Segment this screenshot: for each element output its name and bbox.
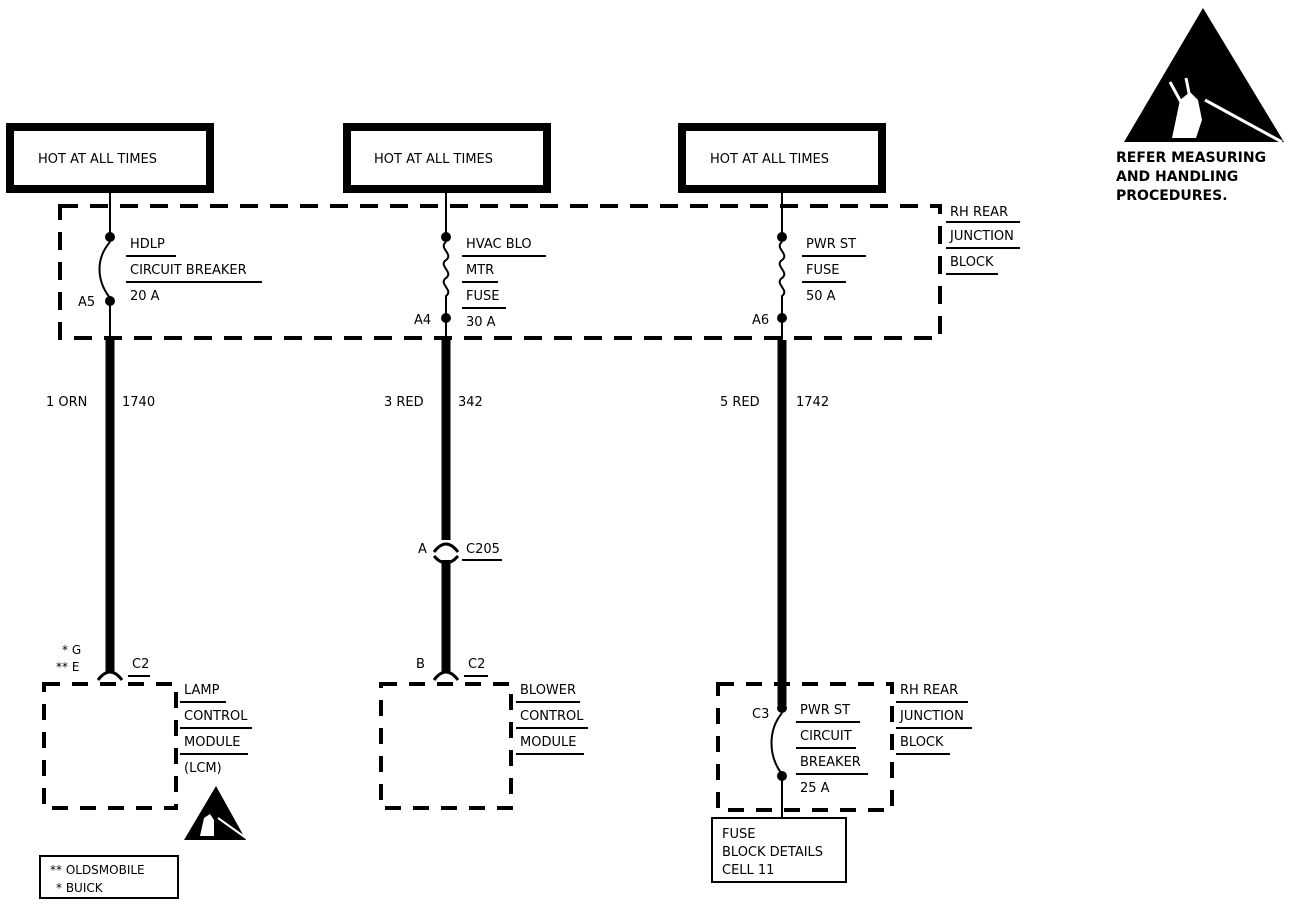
hdlp-line2: CIRCUIT BREAKER (130, 263, 247, 278)
terminal-a6: A6 (752, 313, 769, 328)
rh-rear-bottom-line3: BLOCK (900, 735, 944, 750)
hot-box-1-label: HOT AT ALL TIMES (38, 152, 157, 167)
pwr-st-line2: FUSE (806, 263, 839, 278)
esd-caution-line2: AND HANDLING (1116, 169, 1238, 185)
circuit-hvac: HVAC BLO MTR FUSE 30 A A4 3 RED 342 A C2… (384, 192, 546, 673)
rh-rear-top-line2: JUNCTION (949, 229, 1014, 244)
hvac-line3: FUSE (466, 289, 499, 304)
circuit-pwr-st: PWR ST FUSE 50 A A6 5 RED 1742 (720, 192, 866, 705)
hot-box-2-label: HOT AT ALL TIMES (374, 152, 493, 167)
lcm-pin-bottom: ** E (56, 660, 79, 674)
fuse-block-details-note: FUSE BLOCK DETAILS CELL 11 (711, 817, 847, 883)
lcm-label-line2: CONTROL (184, 709, 248, 724)
lcm-connector: C2 (132, 657, 149, 672)
esd-caution-line3: PROCEDURES. (1116, 188, 1228, 204)
hot-box-2: HOT AT ALL TIMES (343, 123, 551, 193)
blower-control-module: B C2 BLOWER CONTROL MODULE (379, 657, 588, 810)
pwr-st-cb-line2: CIRCUIT (800, 729, 852, 744)
blower-label-line3: MODULE (520, 735, 576, 750)
fuse-note-line1: FUSE (722, 827, 755, 842)
hvac-line2: MTR (466, 263, 494, 278)
rh-rear-bottom-line2: JUNCTION (899, 709, 964, 724)
hvac-line1: HVAC BLO (466, 237, 532, 252)
hvac-line4: 30 A (466, 315, 496, 330)
pwr-st-cb-line1: PWR ST (800, 703, 850, 718)
esd-warning-icon (1124, 8, 1284, 144)
rh-rear-bottom-line1: RH REAR (900, 683, 958, 698)
hdlp-line1: HDLP (130, 237, 165, 252)
terminal-a4: A4 (414, 313, 431, 328)
rh-rear-junction-block-top (58, 204, 942, 340)
hot-box-3-label: HOT AT ALL TIMES (710, 152, 829, 167)
terminal-a5: A5 (78, 295, 95, 310)
pwr-st-line3: 50 A (806, 289, 836, 304)
hot-box-3: HOT AT ALL TIMES (678, 123, 886, 193)
wire-1-size-color: 1 ORN (46, 395, 87, 410)
hdlp-line3: 20 A (130, 289, 160, 304)
pwr-st-line1: PWR ST (806, 237, 856, 252)
blower-label-line1: BLOWER (520, 683, 576, 698)
blower-label-line2: CONTROL (520, 709, 584, 724)
terminal-c3: C3 (752, 707, 769, 722)
legend-line1: ** OLDSMOBILE (50, 863, 145, 877)
wire-2-circuit: 342 (458, 395, 483, 410)
circuit-hdlp: HDLP CIRCUIT BREAKER 20 A A5 1 ORN 1740 (46, 192, 262, 673)
c205-pin: A (418, 542, 427, 557)
legend-line2: * BUICK (56, 881, 104, 895)
fuse-note-line3: CELL 11 (722, 863, 774, 878)
c205-label: C205 (466, 542, 500, 557)
lamp-control-module: * G ** E C2 LAMP CONTROL MODULE (LCM) (42, 643, 252, 810)
legend: ** OLDSMOBILE * BUICK (39, 855, 179, 899)
rh-rear-top-line3: BLOCK (950, 255, 994, 270)
esd-small-icon (184, 786, 247, 840)
lcm-label-line4: (LCM) (184, 761, 222, 776)
rh-rear-top-line1: RH REAR (950, 205, 1008, 220)
wire-3-size-color: 5 RED (720, 395, 760, 410)
pwr-st-cb-line3: BREAKER (800, 755, 861, 770)
pwr-st-cb-line4: 25 A (800, 781, 830, 796)
rh-rear-junction-block-bottom: C3 PWR ST CIRCUIT BREAKER 25 A RH REAR J… (716, 682, 972, 818)
blower-connector: C2 (468, 657, 485, 672)
blower-pin: B (416, 657, 425, 672)
fuse-note-line2: BLOCK DETAILS (722, 845, 823, 860)
hot-box-1: HOT AT ALL TIMES (6, 123, 214, 193)
wire-3-circuit: 1742 (796, 395, 829, 410)
lcm-label-line1: LAMP (184, 683, 220, 698)
wire-2-size-color: 3 RED (384, 395, 424, 410)
esd-caution-line1: REFER MEASURING (1116, 150, 1266, 166)
lcm-label-line3: MODULE (184, 735, 240, 750)
lcm-pin-top: * G (62, 643, 81, 657)
wire-1-circuit: 1740 (122, 395, 155, 410)
